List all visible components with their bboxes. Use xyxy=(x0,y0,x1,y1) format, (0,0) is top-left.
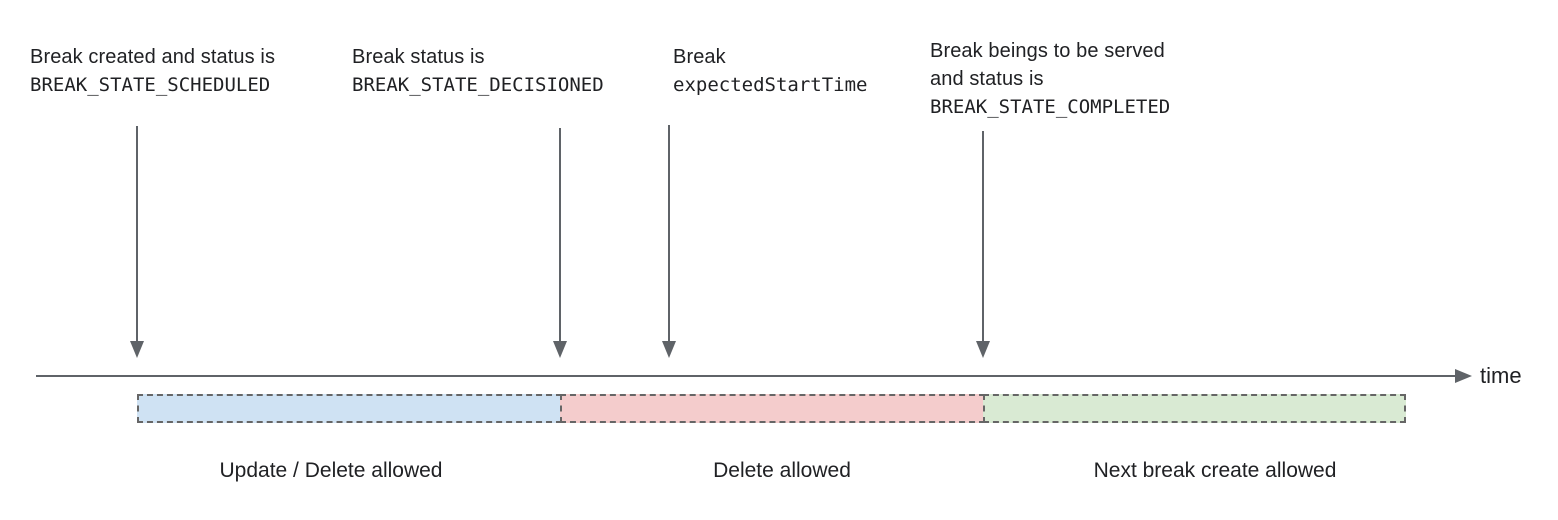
segment-label-next-break-create-allowed: Next break create allowed xyxy=(1093,459,1337,482)
annotation-completed: Break beings to be served and status is … xyxy=(930,37,1170,121)
time-axis-label: time xyxy=(1480,363,1522,388)
annotation-decisioned: Break status is BREAK_STATE_DECISIONED xyxy=(352,43,604,99)
arrow-down-decisioned-icon xyxy=(553,128,567,358)
annotation-scheduled-text: Break created and status is xyxy=(30,46,276,68)
segment-next-break-create-allowed xyxy=(983,394,1406,423)
segment-label-delete-allowed: Delete allowed xyxy=(713,459,851,482)
arrow-down-completed-icon xyxy=(976,131,990,358)
annotation-decisioned-code: BREAK_STATE_DECISIONED xyxy=(352,74,604,96)
arrow-down-expected-start-time-icon xyxy=(662,125,676,358)
annotation-decisioned-text: Break status is xyxy=(352,46,485,68)
segment-delete-allowed xyxy=(560,394,985,423)
annotation-expected-start-time-code: expectedStartTime xyxy=(673,74,868,96)
time-axis-arrow-icon xyxy=(1455,369,1472,383)
annotation-expected-start-time-text: Break xyxy=(673,46,726,68)
annotation-completed-text-2: and status is xyxy=(930,68,1044,90)
annotation-scheduled: Break created and status is BREAK_STATE_… xyxy=(30,43,275,99)
annotation-scheduled-code: BREAK_STATE_SCHEDULED xyxy=(30,74,271,96)
arrow-down-scheduled-icon xyxy=(130,126,144,358)
segment-label-update-delete-allowed: Update / Delete allowed xyxy=(219,459,443,482)
time-axis-line xyxy=(36,375,1455,377)
annotation-expected-start-time: Break expectedStartTime xyxy=(673,43,867,99)
arrow-shaft xyxy=(559,128,561,342)
segment-update-delete-allowed xyxy=(137,394,562,423)
annotation-completed-text-1: Break beings to be served xyxy=(930,40,1165,62)
arrow-head xyxy=(662,341,676,358)
arrow-shaft xyxy=(136,126,138,342)
arrow-head xyxy=(553,341,567,358)
arrow-head xyxy=(130,341,144,358)
arrow-shaft xyxy=(668,125,670,342)
annotation-completed-code: BREAK_STATE_COMPLETED xyxy=(930,96,1171,118)
arrow-head xyxy=(976,341,990,358)
arrow-shaft xyxy=(982,131,984,342)
